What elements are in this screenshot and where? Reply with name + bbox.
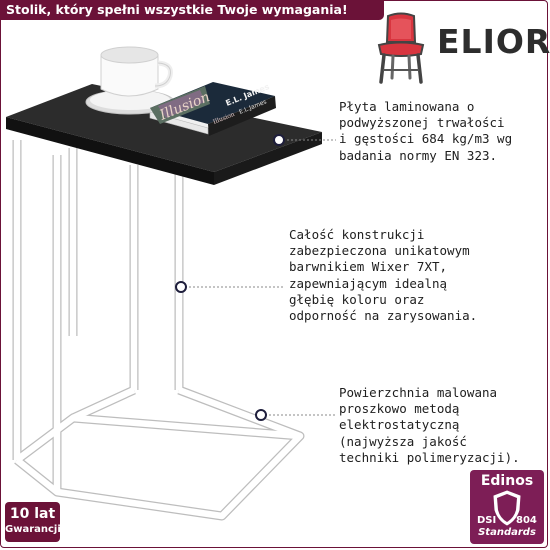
description-line: Płyta laminowana o <box>339 99 475 114</box>
description-line: i gęstości 684 kg/m3 wg <box>339 131 513 147</box>
description-line: proszkowo metodą <box>339 401 460 417</box>
marker-dot-icon <box>175 281 187 293</box>
marker-dot-icon <box>255 409 267 421</box>
standard-badge-subtitle: Standards <box>478 527 536 538</box>
description-line: zapewniającym idealną <box>289 275 448 291</box>
shield-icon <box>493 490 521 526</box>
callout-markers <box>175 134 336 421</box>
description-line: badania normy EN 323. <box>339 147 498 163</box>
marker-dot-icon <box>273 134 285 146</box>
chair-logo-icon <box>377 12 425 84</box>
standard-code-right: 804 <box>516 515 537 526</box>
warranty-badge: 10 lat Gwarancji <box>5 502 61 542</box>
table-frame <box>12 140 305 521</box>
description-line: Całość konstrukcji <box>289 227 425 242</box>
tabletop-description: Płyta laminowana o podwyższonej trwałośc… <box>339 99 512 164</box>
description-line: głębię koloru oraz <box>289 291 425 307</box>
tabletop <box>6 84 322 185</box>
description-line: zabezpieczona unikatowym <box>289 243 470 259</box>
warranty-label: Gwarancji <box>5 524 61 535</box>
warranty-years: 10 lat <box>9 506 56 522</box>
coffee-cup-icon <box>85 46 175 115</box>
description-line: techniki polimeryzacji). <box>339 449 520 465</box>
description-line: (najwyższa jakość <box>339 433 467 449</box>
description-line: podwyższonej trwałości <box>339 115 505 131</box>
brand-name: ELIOR <box>437 22 550 61</box>
coating-description: Powierzchnia malowana proszkowo metodą e… <box>339 385 520 466</box>
headline-banner: Stolik, który spełni wszystkie Twoje wym… <box>0 0 384 20</box>
description-line: elektrostatyczną <box>339 417 460 433</box>
standard-badge: Edinos DSI 804 Standards <box>470 470 544 544</box>
book-icon: Illusion E.L. James E.L.James Illusion <box>149 82 276 136</box>
standard-code-left: DSI <box>477 515 497 526</box>
frame-description: Całość konstrukcji zabezpieczona unikato… <box>289 227 477 324</box>
standard-badge-title: Edinos <box>480 473 534 489</box>
description-line: barwnikiem Wixer 7XT, <box>289 259 448 275</box>
description-line: odporność na zarysowania. <box>289 308 478 324</box>
description-line: Powierzchnia malowana <box>339 385 498 400</box>
